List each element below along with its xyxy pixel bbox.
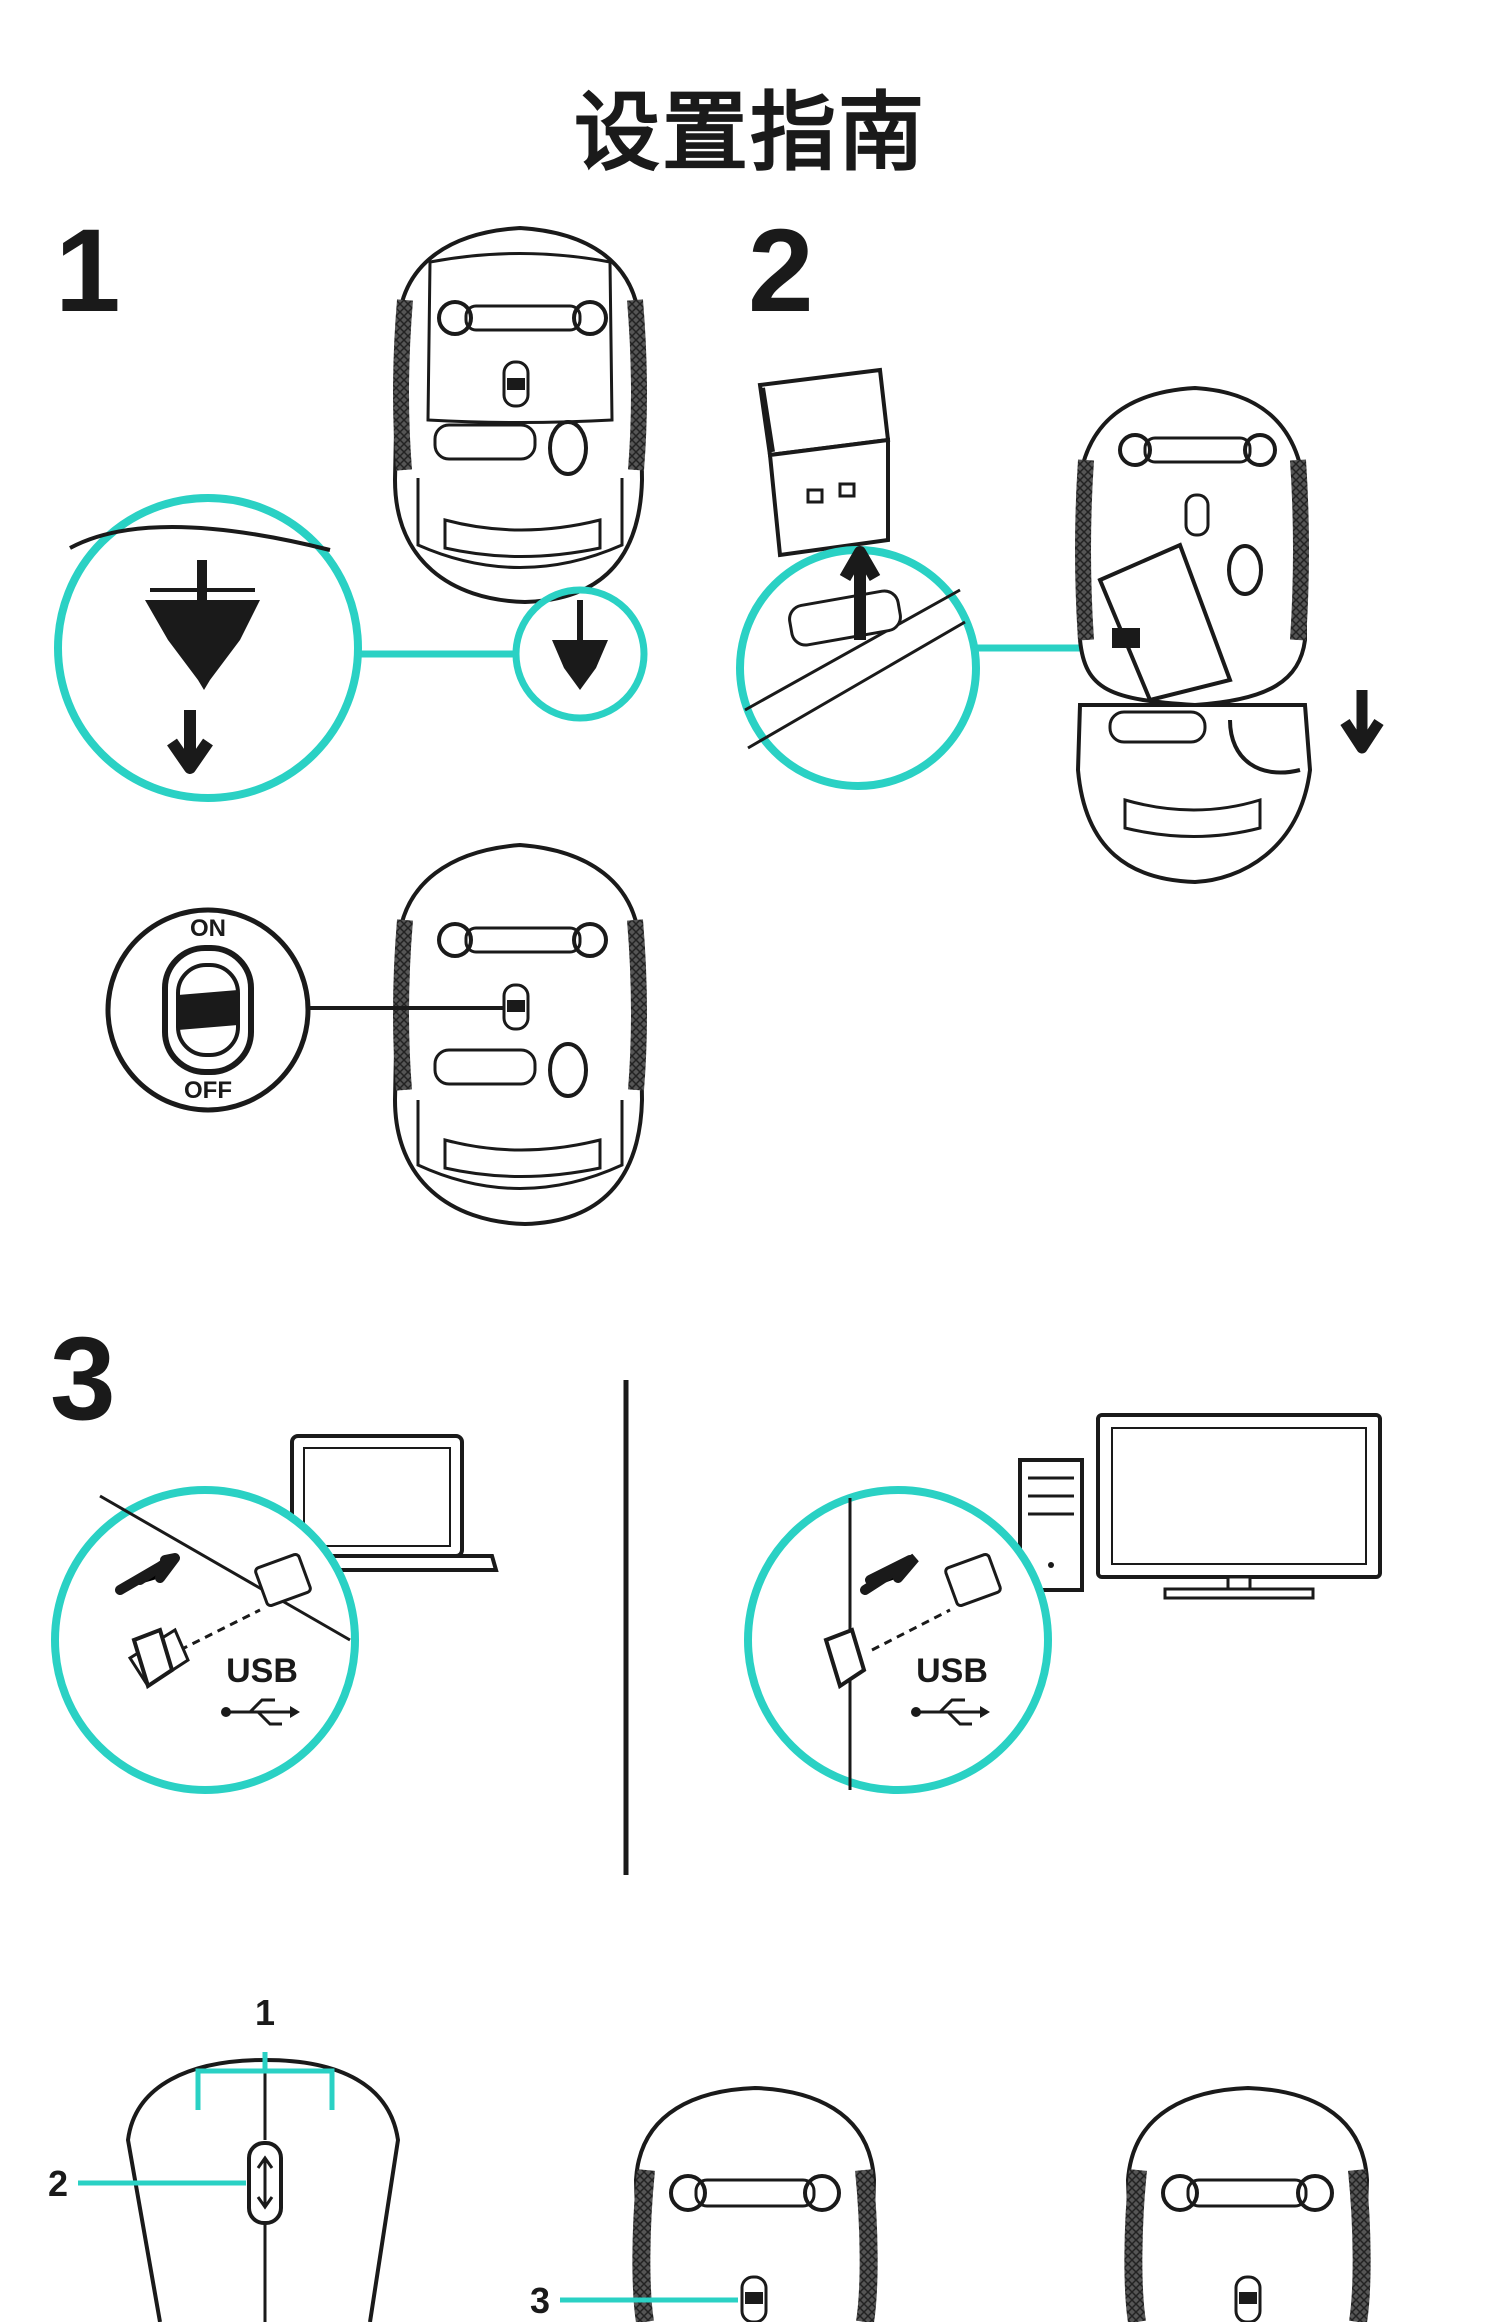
step2-mouse-open	[1078, 388, 1310, 882]
laptop-port-zoom-circle	[55, 1490, 355, 1790]
mouse-bottom-view-2	[1128, 2088, 1367, 2322]
usb-label-laptop: USB	[226, 1652, 298, 1690]
mouse-top-view	[128, 2060, 398, 2322]
mouse-bottom-view-1	[636, 2088, 874, 2322]
usb-label-desktop: USB	[916, 1652, 988, 1690]
monitor-icon	[1098, 1415, 1380, 1598]
power-switch-icon	[165, 948, 251, 1072]
step1-mouse-switch	[395, 845, 642, 1224]
callout-1-label: 1	[255, 1992, 275, 2033]
switch-off-label: OFF	[184, 1077, 232, 1104]
step1-mouse-bottom	[395, 228, 642, 602]
usb-receiver-icon	[760, 370, 888, 555]
cover-tab-small-arrow-icon	[552, 600, 608, 690]
callout-2-label: 2	[48, 2163, 68, 2204]
switch-on-label: ON	[190, 915, 226, 942]
down-arrow-icon	[1345, 690, 1379, 748]
desktop-port-zoom-circle	[748, 1490, 1048, 1790]
callout-3-label: 3	[530, 2280, 550, 2321]
